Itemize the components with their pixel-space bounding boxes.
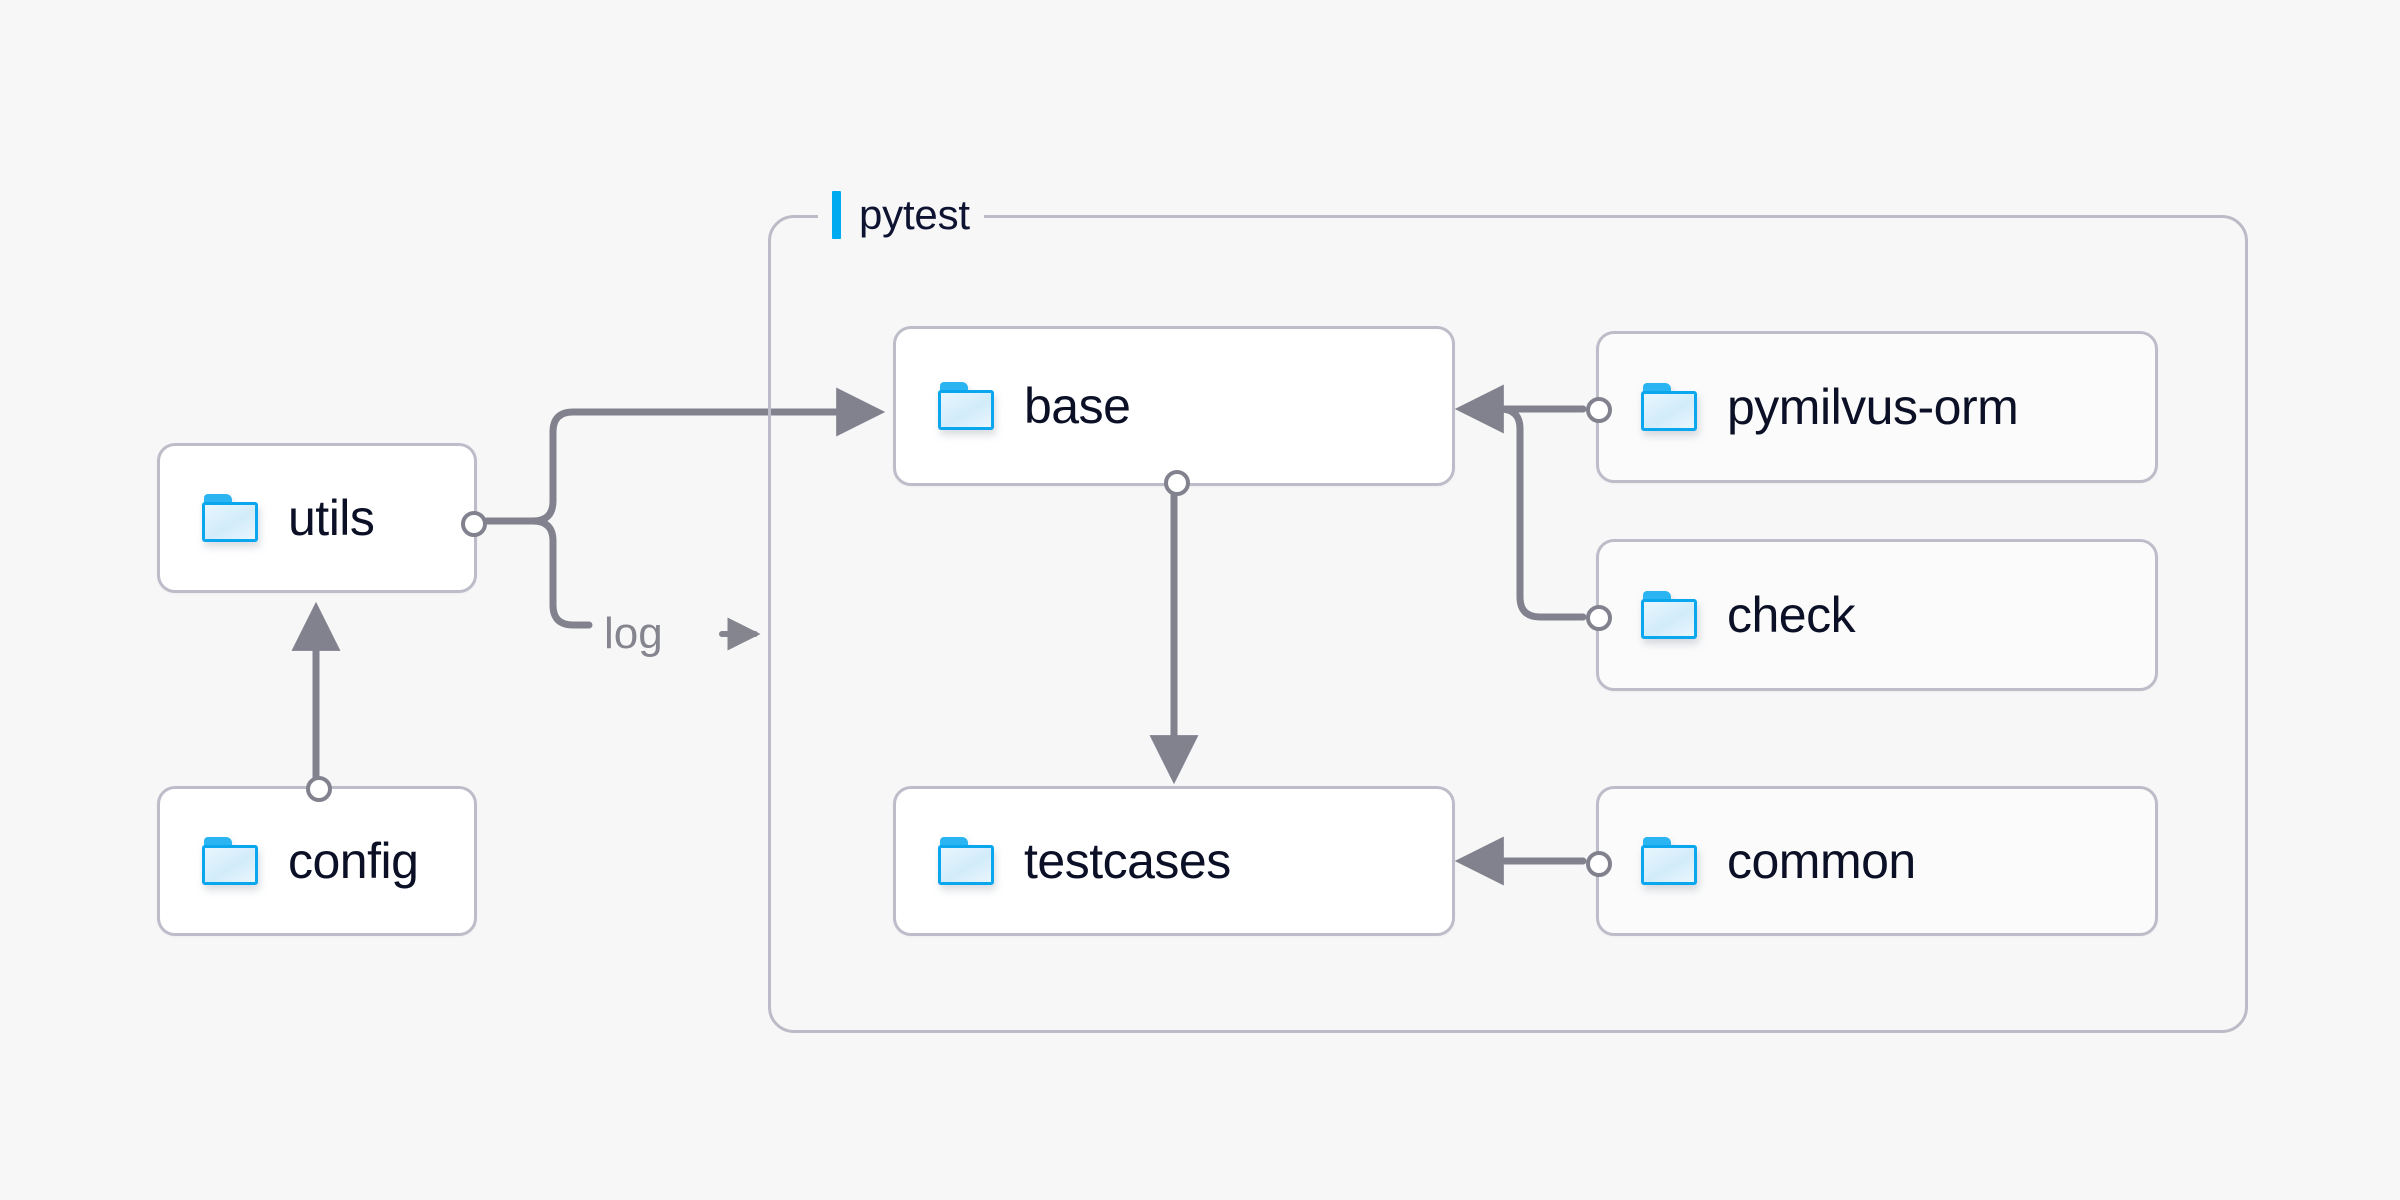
port-base-bottom[interactable]	[1164, 470, 1190, 496]
folder-icon	[1641, 383, 1697, 431]
node-utils[interactable]: utils	[157, 443, 487, 593]
node-common-label: common	[1727, 833, 1916, 889]
node-testcases[interactable]: testcases	[893, 786, 1455, 936]
group-pytest-label: pytest	[818, 187, 984, 243]
node-base[interactable]: base	[893, 326, 1455, 496]
node-base-label: base	[1024, 378, 1131, 434]
folder-icon	[938, 837, 994, 885]
node-check-label: check	[1727, 587, 1856, 643]
accent-bar-icon	[832, 191, 841, 239]
port-check-left[interactable]	[1586, 605, 1612, 631]
group-pytest	[768, 215, 2248, 1033]
node-check[interactable]: check	[1586, 539, 2158, 691]
node-config-label: config	[288, 833, 419, 889]
node-config[interactable]: config	[157, 776, 477, 936]
folder-icon	[1641, 837, 1697, 885]
edge-label-log: log	[604, 609, 663, 658]
folder-icon	[202, 494, 258, 542]
edge-utils-log	[529, 517, 593, 629]
port-pymilvus-orm-left[interactable]	[1586, 397, 1612, 423]
folder-icon	[202, 837, 258, 885]
node-utils-label: utils	[288, 490, 375, 546]
folder-icon	[1641, 591, 1697, 639]
folder-icon	[938, 382, 994, 430]
node-common[interactable]: common	[1586, 786, 2158, 936]
port-common-left[interactable]	[1586, 851, 1612, 877]
node-testcases-label: testcases	[1024, 833, 1231, 889]
port-config-top[interactable]	[306, 776, 332, 802]
group-pytest-title: pytest	[859, 191, 970, 238]
node-pymilvus-orm[interactable]: pymilvus-orm	[1586, 331, 2158, 483]
node-pymilvus-orm-label: pymilvus-orm	[1727, 379, 2019, 435]
port-utils-right[interactable]	[461, 511, 487, 537]
